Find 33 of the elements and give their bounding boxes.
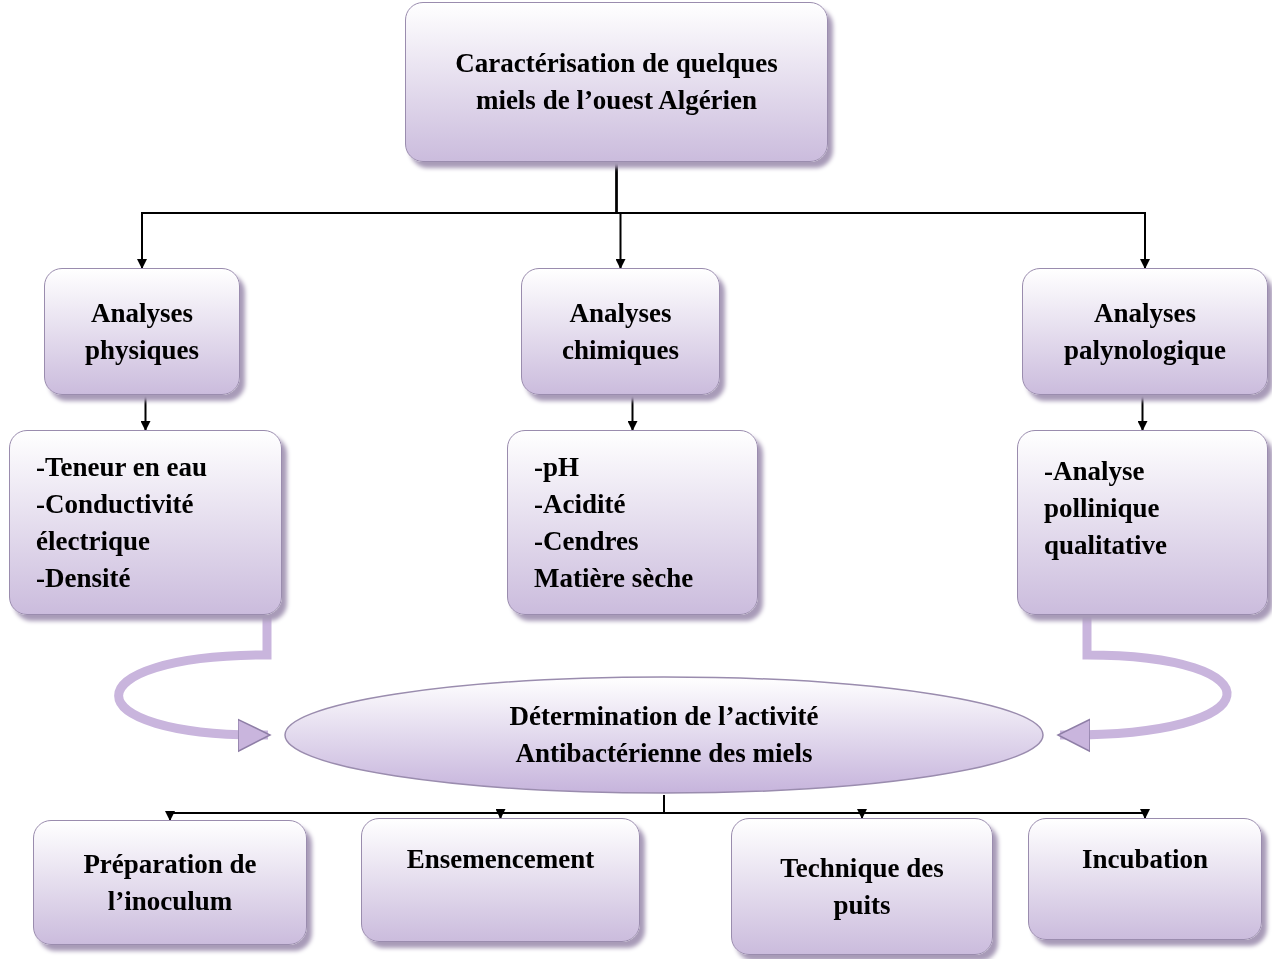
box-text: Incubation (1081, 843, 1209, 876)
process-box (1022, 268, 1268, 395)
box-text: -Densité (36, 561, 131, 595)
box-text: Analyses chimiques (561, 296, 680, 367)
box-text: Analyses physiques (83, 296, 201, 367)
process-box (1017, 430, 1268, 615)
box-text: Préparation de l’inoculum (82, 847, 258, 918)
box-text: -Acidité (534, 487, 626, 521)
box-text: -Analyse pollinique qualitative (1044, 455, 1168, 562)
process-box (507, 430, 758, 615)
box-text: -Conductivité électrique (36, 487, 195, 558)
process-box (521, 268, 720, 395)
process-box (1028, 818, 1262, 940)
arrow (615, 161, 1150, 269)
box-text: Technique des puits (779, 851, 945, 922)
box-text: Matière sèche (534, 561, 694, 595)
box-text: Détermination de l’activité Antibactérienne des miels (508, 700, 820, 770)
box-text: -Cendres (534, 524, 639, 558)
arrow (140, 394, 151, 431)
process-box (731, 818, 993, 955)
process-box (33, 820, 307, 945)
arrow (1137, 394, 1148, 431)
box-text: Ensemencement (406, 843, 595, 876)
process-box (405, 2, 828, 162)
box-text: -Teneur en eau (36, 450, 208, 484)
process-box (9, 430, 282, 615)
arrow (627, 394, 638, 431)
process-box (361, 818, 640, 942)
box-text: Analyses palynologique (1062, 296, 1228, 367)
box-text: Caractérisation de quelques miels de l’ouest Algérien (454, 47, 779, 117)
ellipse-node (283, 675, 1045, 795)
box-text: -pH (534, 450, 579, 484)
process-box (44, 268, 240, 395)
